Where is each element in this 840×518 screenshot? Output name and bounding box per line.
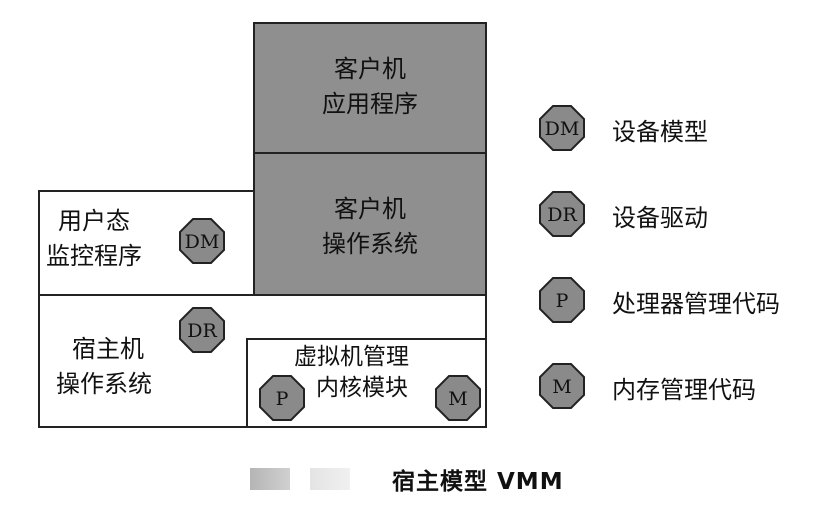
device-model-badge: DM (178, 217, 225, 264)
legend-processor-icon-text: P (556, 290, 569, 312)
figure-number-redaction-dark (250, 468, 290, 490)
guest-app-line1: 客户机 (334, 55, 406, 83)
user-monitor-box: 用户态 监控程序 DM (38, 190, 255, 296)
legend-device-model-icon-text: DM (545, 118, 580, 140)
guest-app-label: 客户机 应用程序 (255, 52, 485, 122)
legend-device-driver-icon: DR (538, 190, 585, 237)
vmm-kernel-line2: 内核模块 (316, 375, 408, 402)
legend-processor-text: 处理器管理代码 (612, 290, 780, 318)
host-os-line1: 宿主机 (72, 335, 144, 363)
figure-number-redaction-light (310, 468, 350, 490)
vmm-kernel-label: 虚拟机管理 内核模块 (294, 342, 409, 404)
vmm-kernel-line1: 虚拟机管理 (294, 344, 409, 370)
legend-device-driver-text: 设备驱动 (612, 204, 708, 232)
processor-badge: P (258, 374, 305, 421)
figure-caption: 宿主模型 VMM (392, 469, 564, 495)
guest-os-line2: 操作系统 (322, 229, 418, 258)
guest-os-box: 客户机 操作系统 (253, 152, 487, 296)
legend-memory-icon: M (538, 362, 585, 409)
legend-memory-text: 内存管理代码 (612, 376, 756, 404)
processor-badge-text: P (276, 388, 289, 410)
legend-device-driver-icon-text: DR (547, 204, 577, 226)
memory-badge-text: M (448, 388, 467, 410)
legend-processor-icon: P (538, 276, 585, 323)
legend-device-model-icon: DM (538, 104, 585, 151)
legend-device-model-text: 设备模型 (612, 118, 708, 146)
device-driver-badge: DR (178, 306, 225, 353)
vmm-kernel-box: 虚拟机管理 内核模块 P M (246, 338, 487, 428)
host-os-label: 宿主机 操作系统 (56, 332, 152, 402)
guest-os-label: 客户机 操作系统 (255, 192, 485, 262)
device-model-badge-text: DM (185, 231, 220, 253)
guest-os-line1: 客户机 (334, 195, 406, 223)
guest-app-box: 客户机 应用程序 (253, 22, 487, 154)
user-monitor-line1: 用户态 (58, 207, 130, 235)
user-monitor-line2: 监控程序 (46, 241, 142, 270)
host-os-line2: 操作系统 (56, 369, 152, 398)
legend-memory-icon-text: M (552, 376, 571, 398)
device-driver-badge-text: DR (187, 320, 217, 342)
memory-badge: M (434, 374, 481, 421)
user-monitor-label: 用户态 监控程序 (46, 204, 142, 274)
guest-app-line2: 应用程序 (322, 89, 418, 118)
